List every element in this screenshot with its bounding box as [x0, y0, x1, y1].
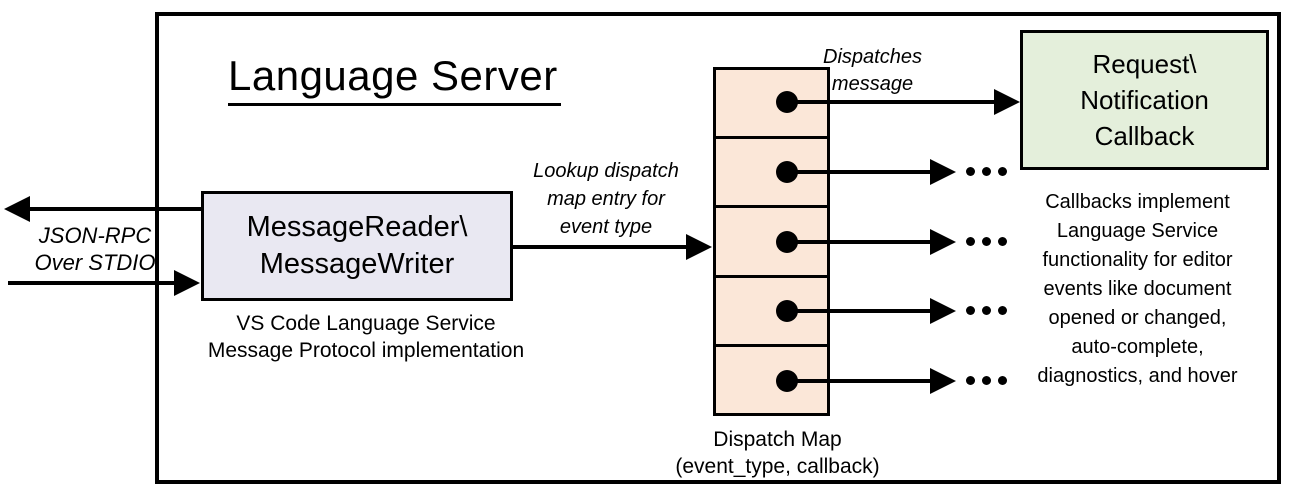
ellipsis-icon: [962, 167, 1010, 176]
message-reader-writer-box: MessageReader\ MessageWriter: [201, 191, 513, 301]
lookup-label-line2: map entry for: [547, 188, 665, 210]
json-rpc-stdio-label: JSON-RPC Over STDIO: [16, 222, 174, 276]
stdio-out-arrow-head-icon: [4, 196, 30, 222]
dispatch-map-caption-line1: Dispatch Map: [713, 428, 842, 451]
dispatch-map-caption: Dispatch Map (event_type, callback): [655, 426, 900, 480]
callback-arrow-head-icon: [930, 159, 956, 185]
dispatches-label-line2: message: [831, 73, 914, 95]
stdio-in-arrow-line: [8, 281, 174, 285]
callbacks-note-line: events like document: [1043, 278, 1232, 300]
dispatch-map-cell: [716, 70, 827, 140]
reader-box-line2: MessageWriter: [259, 248, 455, 280]
dispatches-message-label: Dispatches message: [790, 44, 955, 98]
callbacks-note-line: Language Service: [1056, 220, 1219, 242]
dispatches-label-line1: Dispatches: [823, 46, 922, 68]
lookup-arrow-head-icon: [686, 234, 712, 260]
ellipsis-icon: [962, 376, 1010, 385]
reader-box-line1: MessageReader\: [246, 211, 468, 243]
dispatch-map-cell: [716, 208, 827, 278]
callbacks-note-line: opened or changed,: [1048, 307, 1227, 329]
callback-box-line1: Request\: [1092, 49, 1197, 79]
ellipsis-icon: [962, 237, 1010, 246]
lookup-arrow-line: [513, 245, 687, 249]
lookup-label-line1: Lookup dispatch: [533, 160, 679, 182]
request-notification-callback-box: Request\ Notification Callback: [1020, 30, 1269, 170]
dispatch-arrow-line: [787, 100, 995, 104]
callback-arrow-head-icon: [930, 298, 956, 324]
reader-caption-line1: VS Code Language Service: [236, 312, 496, 335]
dispatch-map-cell: [716, 139, 827, 209]
callbacks-note-line: auto-complete,: [1071, 336, 1204, 358]
json-rpc-label-line2: Over STDIO: [34, 250, 156, 275]
json-rpc-label-line1: JSON-RPC: [38, 223, 152, 248]
dispatch-map-caption-line2: (event_type, callback): [675, 455, 880, 478]
reader-caption: VS Code Language Service Message Protoco…: [176, 310, 556, 364]
callbacks-note-line: diagnostics, and hover: [1037, 365, 1238, 387]
callback-arrow-line: [787, 309, 932, 313]
callback-arrow-line: [787, 170, 932, 174]
callbacks-note-line: functionality for editor: [1042, 249, 1233, 271]
lookup-dispatch-label: Lookup dispatch map entry for event type: [511, 157, 701, 241]
stdio-in-arrow-head-icon: [174, 270, 200, 296]
callback-arrow-line: [787, 240, 932, 244]
callback-arrow-head-icon: [930, 229, 956, 255]
ellipsis-icon: [962, 306, 1010, 315]
lookup-label-line3: event type: [559, 216, 653, 238]
callbacks-note: Callbacks implement Language Service fun…: [1005, 188, 1270, 391]
callbacks-note-line: Callbacks implement: [1045, 191, 1230, 213]
dispatch-arrow-head-icon: [994, 89, 1020, 115]
callback-box-line3: Callback: [1094, 121, 1195, 151]
callback-arrow-line: [787, 379, 932, 383]
diagram-title: Language Server: [228, 52, 561, 106]
dispatch-map-cell: [716, 278, 827, 347]
callback-box-line2: Notification: [1080, 85, 1209, 115]
callback-arrow-head-icon: [930, 368, 956, 394]
reader-caption-line2: Message Protocol implementation: [207, 339, 525, 362]
stdio-out-arrow-line: [28, 207, 202, 211]
